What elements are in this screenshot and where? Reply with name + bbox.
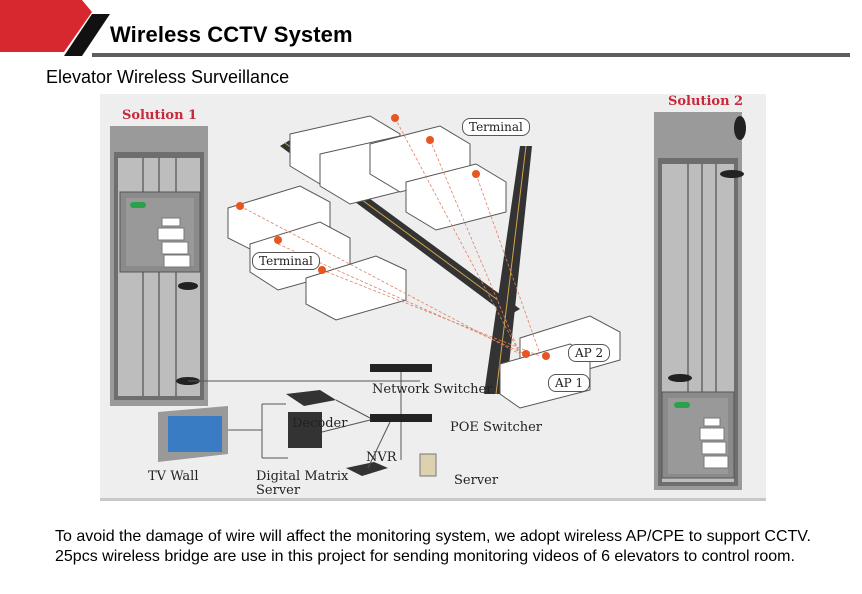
poe-switcher-label: POE Switcher [450, 420, 543, 435]
server-icon [419, 453, 437, 477]
title-underline [92, 53, 850, 57]
slide-title: Wireless CCTV System [110, 22, 353, 47]
antenna-icon [734, 116, 746, 140]
camera-icon [130, 202, 146, 208]
diagram-graphics [110, 112, 746, 490]
control-room [158, 364, 437, 477]
antenna-icon [178, 282, 198, 290]
elevator-surveillance-diagram: Solution 1 Solution 2 Terminal Terminal … [100, 94, 766, 501]
digital-matrix-label-line1: Digital Matrix [256, 469, 349, 484]
slide-subtitle: Elevator Wireless Surveillance [46, 67, 290, 87]
ap2-callout: AP 2 [568, 344, 611, 362]
poe-switch-icon [370, 414, 432, 422]
decoder-icon [286, 390, 336, 406]
network-switcher-label: Network Switcher [372, 382, 493, 397]
red-chevron [0, 0, 92, 52]
antenna-icon [668, 374, 692, 382]
antenna-markers [236, 114, 550, 360]
antenna-icon [720, 170, 744, 178]
nvr-icon [346, 462, 388, 476]
elevator-shaft-solution2 [654, 112, 746, 490]
black-slash [64, 14, 110, 56]
network-switch-icon [370, 364, 432, 372]
solution-2-label: Solution 2 [668, 94, 744, 109]
terminal-callout-left: Terminal [252, 252, 320, 270]
digital-matrix-icon [288, 412, 322, 448]
wireless-links [239, 117, 541, 357]
elevator-shaft-solution1 [110, 126, 420, 406]
header-accent-shape [0, 0, 110, 56]
ap1-callout: AP 1 [548, 374, 591, 392]
description-paragraph: To avoid the damage of wire will affect … [55, 528, 811, 565]
server-label: Server [454, 473, 499, 488]
camera-icon [674, 402, 690, 408]
terminal-callout-top: Terminal [462, 118, 530, 136]
nvr-label: NVR [366, 450, 397, 465]
digital-matrix-label-line2: Server [256, 483, 301, 498]
decoder-label: Decoder [292, 416, 348, 431]
solution-1-label: Solution 1 [122, 108, 198, 123]
tv-wall-label: TV Wall [148, 469, 199, 484]
